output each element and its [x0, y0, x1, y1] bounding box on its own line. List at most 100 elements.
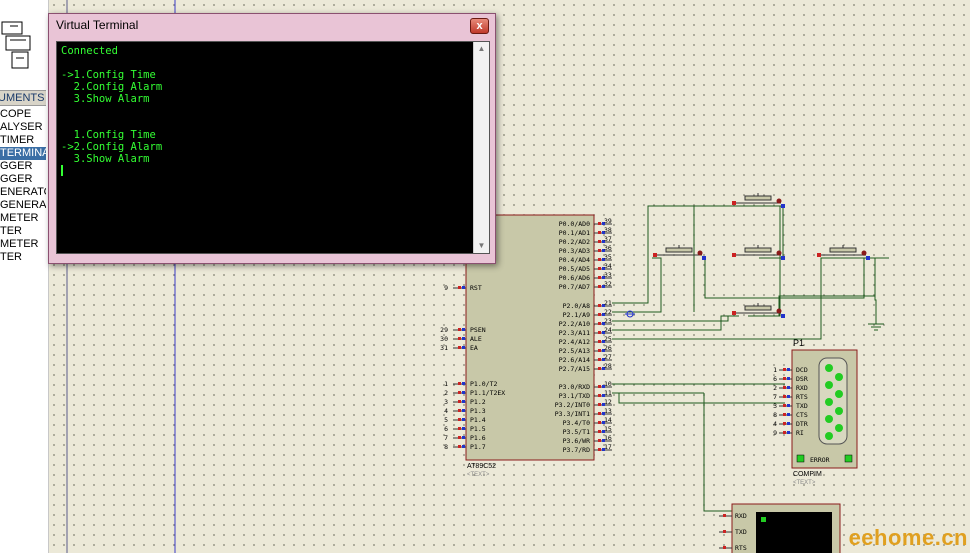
pin-marker	[602, 412, 605, 415]
pin-marker	[602, 421, 605, 424]
pin-marker	[462, 382, 465, 385]
close-button[interactable]: x	[470, 18, 489, 34]
junction-marker	[625, 310, 635, 318]
instrument-item[interactable]: GGER	[0, 160, 33, 172]
pin-label: P0.2/AD2	[559, 238, 590, 246]
pin-marker	[783, 395, 786, 398]
pin-number: 12	[604, 398, 612, 406]
pin-number: 2	[773, 384, 777, 392]
instruments-header: UMENTS	[0, 90, 46, 106]
wire	[704, 258, 865, 299]
pin-number: 29	[440, 326, 448, 334]
compim-name: COMPIM	[793, 471, 822, 478]
compim-text-prop: <TEXT>	[793, 480, 816, 486]
pin-marker	[602, 394, 605, 397]
virtual-terminal-window[interactable]: Virtual Terminal x Connected->1.Config T…	[48, 13, 496, 264]
pin-marker	[787, 431, 790, 434]
pin-marker	[598, 322, 601, 325]
pin-marker	[462, 445, 465, 448]
pin-marker	[598, 430, 601, 433]
pin-number: 28	[604, 362, 612, 370]
pin-marker	[723, 530, 726, 533]
pin-number: 25	[604, 335, 612, 343]
pin-number: 7	[773, 393, 777, 401]
pin-number: 17	[604, 443, 612, 451]
pin-marker	[602, 430, 605, 433]
instrument-item[interactable]: TER	[0, 251, 22, 263]
pin-marker	[787, 422, 790, 425]
pin-marker	[458, 391, 461, 394]
instrument-item[interactable]: TER	[0, 225, 22, 237]
virtual-instruments-icon[interactable]	[0, 18, 34, 70]
pin-marker	[598, 258, 601, 261]
pin-number: 3	[773, 402, 777, 410]
pin-marker	[598, 358, 601, 361]
terminal-line: ->2.Config Alarm	[61, 141, 163, 153]
pin-label: P1.4	[470, 416, 486, 424]
pin-marker	[598, 403, 601, 406]
pin-label: P1.2	[470, 398, 486, 406]
pin-label: RTS	[796, 393, 808, 401]
terminal-screen[interactable]: Connected->1.Config Time 2.Config Alarm …	[56, 41, 490, 254]
pin-marker	[602, 304, 605, 307]
instrument-item[interactable]: TERMINA	[0, 147, 46, 160]
pin-label: P0.6/AD6	[559, 274, 590, 282]
pin-label: TXD	[796, 402, 808, 410]
pin-number: 6	[773, 375, 777, 383]
instrument-item[interactable]: METER	[0, 212, 39, 224]
instrument-item[interactable]: GGER	[0, 173, 33, 185]
pin-number: 35	[604, 253, 612, 261]
pin-label: RXD	[796, 384, 808, 392]
terminal-line: 3.Show Alarm	[61, 93, 150, 105]
pin-marker	[783, 431, 786, 434]
pin-number: 33	[604, 271, 612, 279]
pin-label: RTS	[735, 544, 747, 552]
pin-marker	[462, 328, 465, 331]
wire	[612, 257, 662, 313]
db9-connector-icon	[818, 357, 848, 445]
instrument-item[interactable]: METER	[0, 238, 39, 250]
pin-number: 15	[604, 425, 612, 433]
pin-label: DCD	[796, 366, 808, 374]
pin-label: TXD	[735, 528, 747, 536]
pin-number: 1	[773, 366, 777, 374]
pin-number: 4	[773, 420, 777, 428]
pin-marker	[783, 422, 786, 425]
pin-marker	[598, 231, 601, 234]
push-button[interactable]	[732, 303, 785, 318]
pin-marker	[602, 231, 605, 234]
pin-marker	[462, 391, 465, 394]
instrument-item[interactable]: COPE	[0, 108, 32, 120]
push-button[interactable]	[732, 193, 785, 208]
window-titlebar[interactable]: Virtual Terminal x	[49, 14, 495, 36]
pin-label: P1.1/T2EX	[470, 389, 505, 397]
terminal-line: Connected	[61, 45, 118, 57]
instrument-item[interactable]: GENERA	[0, 199, 46, 211]
pin-number: 30	[440, 335, 448, 343]
pin-marker	[598, 331, 601, 334]
instrument-item[interactable]: ENERATO	[0, 186, 46, 198]
text-cursor	[61, 165, 63, 176]
instrument-item[interactable]: TIMER	[0, 134, 35, 146]
pin-marker	[458, 427, 461, 430]
pin-label: P3.3/INT1	[555, 410, 590, 418]
pin-marker	[602, 313, 605, 316]
vertical-scrollbar[interactable]: ▲ ▼	[473, 42, 489, 253]
pin-marker	[598, 340, 601, 343]
scroll-down-arrow-icon[interactable]: ▼	[477, 241, 486, 250]
instrument-item[interactable]: ALYSER	[0, 121, 43, 133]
scroll-up-arrow-icon[interactable]: ▲	[477, 44, 486, 53]
terminal-line	[61, 57, 162, 69]
pin-marker	[458, 286, 461, 289]
pin-marker	[458, 346, 461, 349]
pin-label: DSR	[796, 375, 808, 383]
pin-marker	[462, 418, 465, 421]
pin-number: 4	[444, 407, 448, 415]
push-button[interactable]	[817, 245, 870, 260]
push-button[interactable]	[653, 245, 706, 260]
push-button[interactable]	[732, 245, 785, 260]
pin-label: P1.5	[470, 425, 486, 433]
pin-number: 5	[444, 416, 448, 424]
